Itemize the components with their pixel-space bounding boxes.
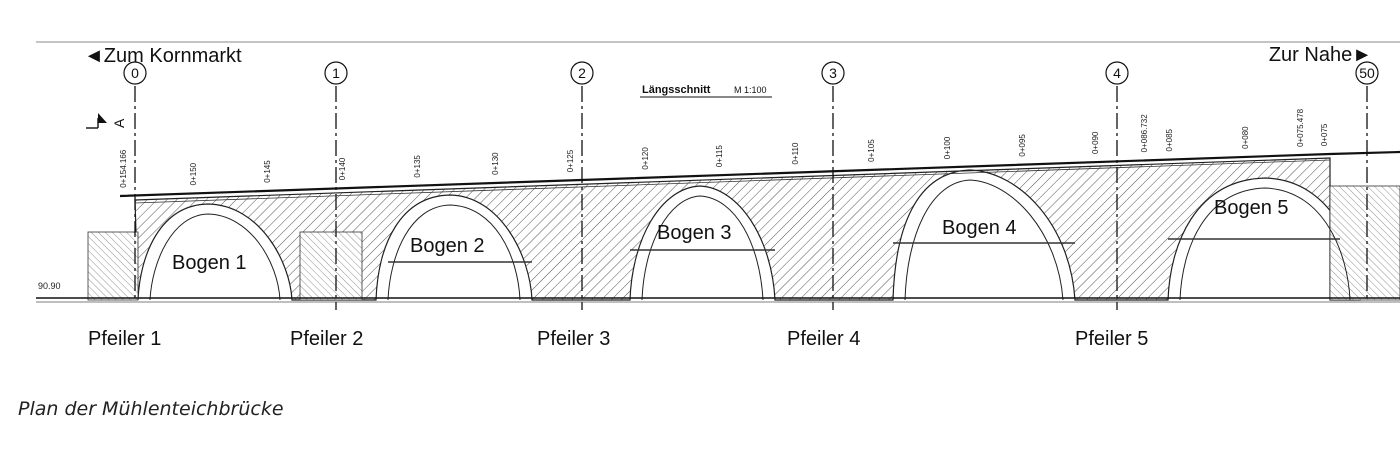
station-label: 0+100 <box>943 136 952 159</box>
station-label: 0+095 <box>1018 134 1027 157</box>
station-label: 0+090 <box>1091 131 1100 154</box>
pier-label-1: Pfeiler 1 <box>88 328 161 350</box>
axis-label-0: 0 <box>131 65 139 81</box>
road-surface-line-lower <box>134 159 1331 204</box>
arch-label-3: Bogen 3 <box>657 222 732 244</box>
arch-label-4: Bogen 4 <box>942 217 1017 239</box>
bridge-longitudinal-section-drawing: A 90.90 0 1 2 3 4 50 ◄Zum Kornmarkt Zur … <box>36 41 1400 350</box>
axis-label-3: 3 <box>829 65 837 81</box>
axis-marker-4: 4 <box>1105 61 1129 85</box>
station-label: 0+110 <box>791 142 800 164</box>
arch-label-2: Bogen 2 <box>410 235 485 257</box>
axis-lines <box>134 86 1368 310</box>
axis-markers: 0 1 2 3 4 50 <box>123 61 1379 85</box>
road-surface-line <box>119 150 1400 198</box>
arch-label-1: Bogen 1 <box>172 252 247 274</box>
axis-marker-0: 0 <box>123 61 147 85</box>
drawing-scale: M 1:100 <box>734 85 767 95</box>
figure-caption: Plan der Mühlenteichbrücke <box>18 398 284 420</box>
station-label: 0+140 <box>338 157 347 180</box>
section-marker: A <box>86 113 127 129</box>
foundation-pier2 <box>299 231 363 301</box>
foundation-right <box>1329 185 1400 301</box>
direction-left: ◄Zum Kornmarkt <box>84 45 242 67</box>
station-label: 0+075.478 <box>1296 108 1305 147</box>
axis-label-2: 2 <box>578 65 586 81</box>
axis-label-1: 1 <box>332 65 340 81</box>
left-elevation-label: 90.90 <box>38 281 61 291</box>
station-label: 0+080 <box>1241 126 1250 149</box>
bridge-masonry <box>134 157 1361 301</box>
station-label: 0+125 <box>566 149 575 172</box>
axis-marker-3: 3 <box>821 61 845 85</box>
station-label: 0+154.166 <box>119 149 128 188</box>
section-marker-label: A <box>111 118 127 128</box>
pier-label-4: Pfeiler 4 <box>787 328 860 350</box>
station-label: 0+135 <box>413 155 422 178</box>
axis-marker-50: 50 <box>1355 61 1379 85</box>
station-label: 0+150 <box>189 162 198 185</box>
arch-label-5: Bogen 5 <box>1214 197 1289 219</box>
station-labels: 0+154.166 0+150 0+145 0+140 0+135 0+130 0+125 0… <box>119 108 1329 187</box>
axis-label-4: 4 <box>1113 65 1121 81</box>
direction-right: Zur Nahe► <box>1269 44 1372 66</box>
station-label: 0+085 <box>1165 128 1174 151</box>
station-label: 0+130 <box>491 152 500 175</box>
water-lines <box>388 238 1340 263</box>
station-label: 0+115 <box>715 145 724 167</box>
station-label: 0+105 <box>867 139 876 162</box>
pier-label-3: Pfeiler 3 <box>537 328 610 350</box>
station-label: 0+075 <box>1320 123 1329 146</box>
axis-marker-2: 2 <box>570 61 594 85</box>
pier-label-5: Pfeiler 5 <box>1075 328 1148 350</box>
station-label: 0+145 <box>263 160 272 183</box>
pier-label-2: Pfeiler 2 <box>290 328 363 350</box>
axis-marker-1: 1 <box>324 61 348 85</box>
drawing-title: Längsschnitt <box>642 84 711 96</box>
foundation-left <box>87 231 139 301</box>
station-label: 0+120 <box>641 147 650 170</box>
station-label: 0+086.732 <box>1140 114 1149 153</box>
axis-label-50: 50 <box>1359 65 1375 81</box>
